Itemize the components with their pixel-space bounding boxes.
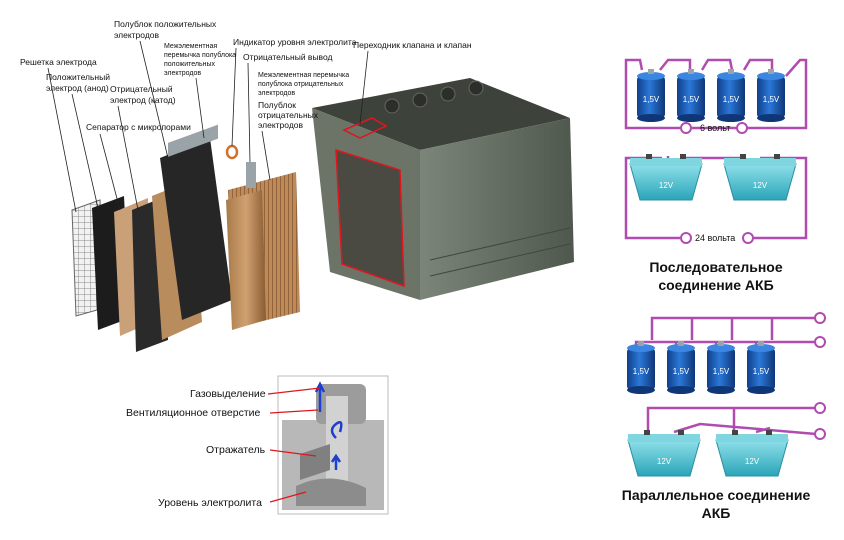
battery-label: 12V <box>753 181 768 190</box>
label-grid: Решетка электрода <box>20 57 97 67</box>
battery-label: 12V <box>659 181 674 190</box>
cell-label: 1,5V <box>633 367 650 376</box>
series-batteries-terminal <box>742 232 754 244</box>
series-cells-terminal <box>680 122 692 134</box>
cell-1-5v: 1,5V <box>677 69 705 122</box>
parallel-batteries-wire-top <box>646 406 816 432</box>
battery-case-lid <box>312 78 570 150</box>
parallel-batteries-terminal <box>814 402 826 414</box>
red-highlight <box>342 117 388 139</box>
series-batteries-wire <box>624 156 808 240</box>
cell-1-5v: 1,5V <box>637 69 665 122</box>
positive-halfblock-top <box>168 124 218 157</box>
gas-swirl <box>330 421 343 470</box>
label-pos-jumper-1: Межэлементная <box>164 43 217 50</box>
valve-channel <box>326 396 348 492</box>
parallel-cells-group: 1,5V 1,5V 1,5V 1,5V <box>627 341 775 394</box>
parallel-caption-1: Параллельное соединение <box>622 487 811 503</box>
cell-label: 1,5V <box>643 95 660 104</box>
battery-label: 12V <box>657 457 672 466</box>
battery-12v: 12V <box>627 430 701 477</box>
cell-label: 1,5V <box>673 367 690 376</box>
parallel-connection: 1,5V 1,5V 1,5V 1,5V 12V 12V Параллельное сое… <box>622 312 826 521</box>
vent-cap <box>412 92 428 108</box>
label-vent-hole: Вентиляционное отверстие <box>126 407 261 419</box>
cell-label: 1,5V <box>683 95 700 104</box>
battery-12v: 12V <box>715 430 789 477</box>
label-reflector: Отражатель <box>206 444 266 456</box>
label-neg-halfblock-3: электродов <box>258 120 303 130</box>
label-electrolyte-level: Уровень электролита <box>158 497 262 509</box>
parallel-caption-2: АКБ <box>702 505 731 521</box>
negative-terminal-post <box>246 162 256 188</box>
label-pos-jumper-2: перемычка полублока <box>164 51 236 59</box>
cell-label: 1,5V <box>763 95 780 104</box>
cell-1-5v: 1,5V <box>757 69 785 122</box>
battery-12v: 12V <box>629 154 703 201</box>
series-cells-terminal <box>736 122 748 134</box>
cell-1-5v: 1,5V <box>747 341 775 394</box>
series-batteries-group: 12V 12V <box>629 154 797 201</box>
level-indicator-ring <box>225 144 239 160</box>
label-level-indicator: Индикатор уровня электролита <box>233 37 357 47</box>
label-valve-adapter: Переходник клапана и клапан <box>353 40 472 50</box>
vent-cap <box>468 80 484 96</box>
cell-1-5v: 1,5V <box>667 341 695 394</box>
exploded-battery: Решетка электрода Положительный электрод… <box>20 19 574 352</box>
valve-electrolyte <box>296 478 366 506</box>
label-pos-jumper-3: положительных <box>164 61 216 68</box>
series-caption-2: соединение АКБ <box>658 277 773 293</box>
label-positive-electrode-2: электрод (анод) <box>46 83 109 93</box>
series-batteries-total: 24 вольта <box>695 233 735 243</box>
label-negative-terminal: Отрицательный вывод <box>243 52 333 62</box>
label-gassing: Газовыделение <box>190 388 266 400</box>
series-connection: 1,5V 1,5V 1,5V 1,5V 6 вольт 12V 12V 24 вольт… <box>624 58 808 293</box>
label-pos-halfblock-1: Полублок положительных <box>114 19 217 29</box>
label-neg-jumper-2: полублока отрицательных <box>258 80 344 88</box>
case-ribs <box>429 227 571 277</box>
label-neg-halfblock-1: Полублок <box>258 100 296 110</box>
parallel-cells-terminal <box>814 312 826 324</box>
battery-label: 12V <box>745 457 760 466</box>
label-negative-electrode-1: Отрицательный <box>110 84 173 94</box>
cell-1-5v: 1,5V <box>717 69 745 122</box>
series-caption-1: Последовательное <box>649 259 783 275</box>
cell-label: 1,5V <box>753 367 770 376</box>
valve-reflector <box>300 444 330 480</box>
label-neg-halfblock-2: отрицательных <box>258 110 319 120</box>
cell-1-5v: 1,5V <box>707 341 735 394</box>
positive-halfblock <box>160 138 232 320</box>
vent-cap <box>440 86 456 102</box>
valve-cutaway: Газовыделение Вентиляционное отверстие О… <box>126 375 389 515</box>
label-negative-electrode-2: электрод (катод) <box>110 95 176 105</box>
parallel-batteries-terminal <box>814 428 826 440</box>
battery-case-front <box>420 118 574 300</box>
series-cells-group: 1,5V 1,5V 1,5V 1,5V <box>637 69 785 122</box>
parallel-cells-terminal <box>814 336 826 348</box>
series-batteries-terminal <box>680 232 692 244</box>
parallel-batteries-group: 12V 12V <box>627 430 789 477</box>
vent-cap <box>384 98 400 114</box>
label-neg-jumper-1: Межэлементная перемычка <box>258 72 349 79</box>
cell-1-5v: 1,5V <box>627 341 655 394</box>
cell-label: 1,5V <box>713 367 730 376</box>
battery-12v: 12V <box>723 154 797 201</box>
parallel-cells-wire-top <box>650 316 816 340</box>
gas-arrow <box>314 381 326 412</box>
label-pos-jumper-4: электродов <box>164 70 201 77</box>
label-neg-jumper-3: электродов <box>258 90 295 97</box>
parallel-batteries-wire-bottom <box>673 422 817 436</box>
negative-halfblock-front <box>226 190 266 330</box>
label-positive-electrode-1: Положительный <box>46 72 110 82</box>
series-cells-wire <box>624 58 808 130</box>
series-cells-total: 6 вольт <box>700 123 730 133</box>
label-pos-halfblock-2: электродов <box>114 30 159 40</box>
label-separator: Сепаратор с микропорами <box>86 122 191 132</box>
internal-plates <box>335 148 405 288</box>
cell-label: 1,5V <box>723 95 740 104</box>
